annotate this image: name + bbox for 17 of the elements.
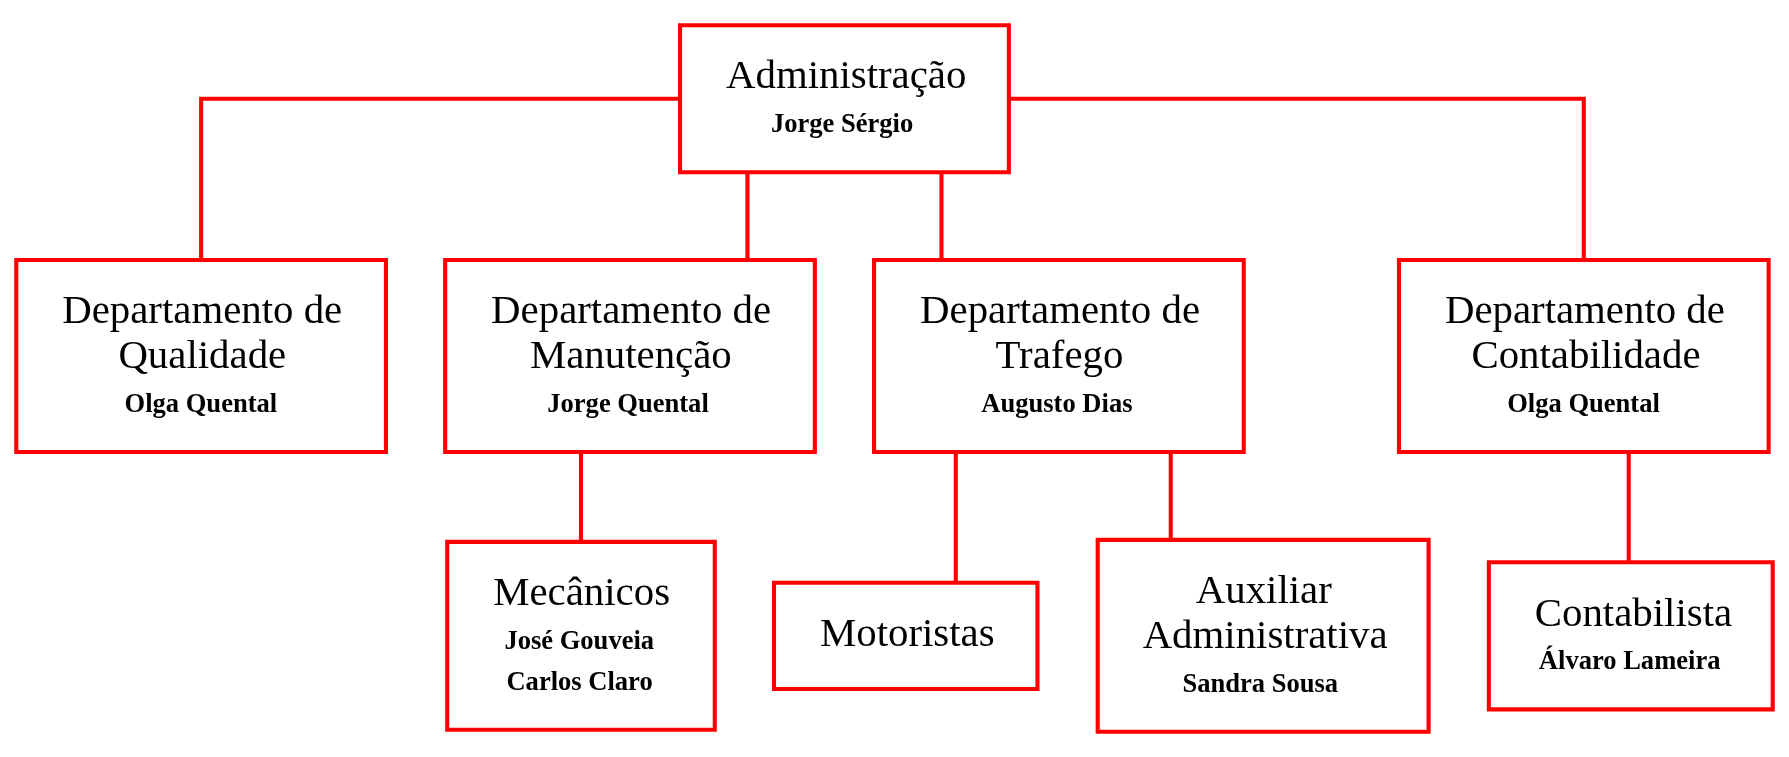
connector — [745, 172, 750, 260]
connector — [578, 452, 584, 542]
node-box: Departamento de Manutenção Jorge Quental — [443, 258, 817, 455]
node-box: Contabilista Álvaro Lameira — [1486, 560, 1775, 712]
node-box: Mecânicos José Gouveia Carlos Claro — [445, 539, 717, 732]
node-box: Auxiliar Administrativa Sandra Sousa — [1095, 537, 1431, 734]
node-box: Departamento de Qualidade Olga Quental — [14, 258, 388, 455]
connector — [939, 172, 944, 260]
connector — [1626, 452, 1631, 562]
node-box: Administração Jorge Sérgio — [678, 23, 1011, 175]
connector — [1168, 452, 1173, 540]
connector — [1009, 96, 1586, 260]
node-box: Departamento de Trafego Augusto Dias — [872, 258, 1246, 455]
connector — [199, 96, 680, 260]
node-box: Departamento de Contabilidade Olga Quental — [1396, 258, 1771, 455]
node-box: Motoristas — [771, 580, 1040, 691]
connector — [953, 452, 958, 583]
